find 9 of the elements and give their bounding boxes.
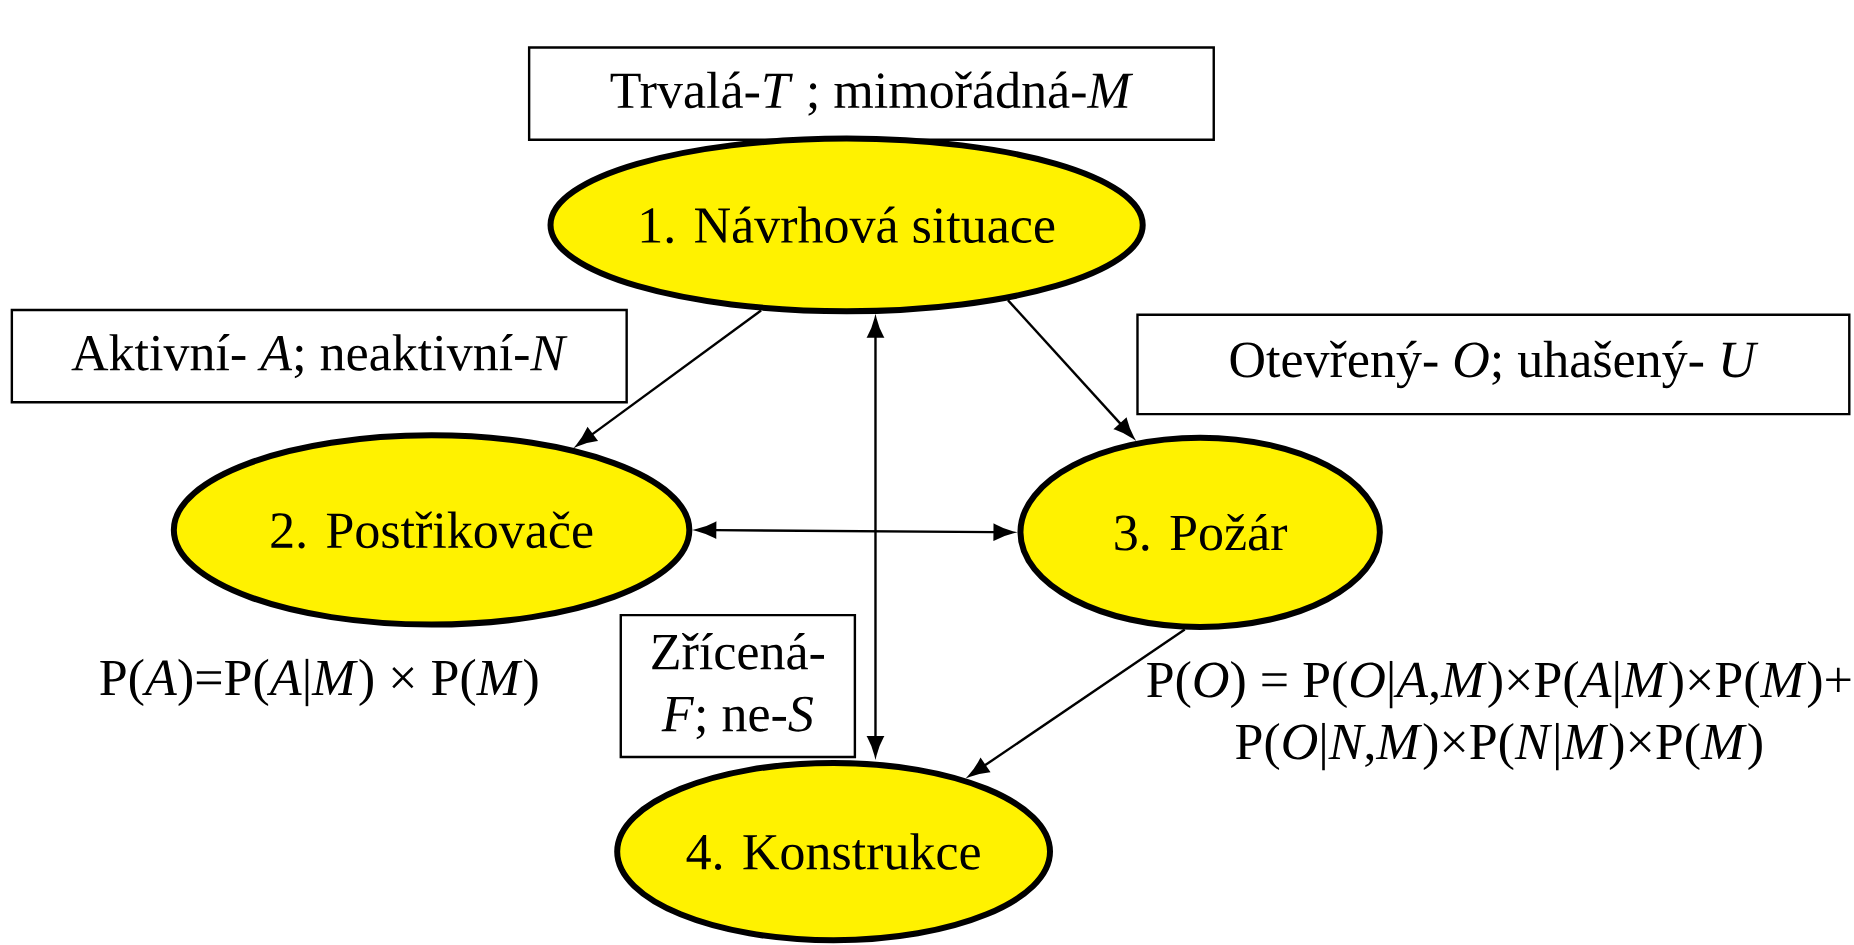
formula-text: P(A)=P(A|M) × P(M)	[100, 658, 538, 707]
label-box: Aktivní- A; neaktivní-N	[10, 308, 628, 404]
arrow	[576, 309, 762, 447]
formula-text: P(O) = P(O|A,M)×P(A|M)×P(M)+ P(O|N,M)×P(N|M)×P(M)	[1147, 660, 1851, 771]
label-box: Otevřený- O; uhašený- U	[1136, 313, 1851, 416]
label-box: Trvalá-T ; mimořádná-M	[527, 46, 1215, 141]
arrow	[1007, 299, 1134, 439]
arrow	[968, 628, 1186, 777]
label-box: Zřícená-F; ne-S	[619, 613, 857, 759]
